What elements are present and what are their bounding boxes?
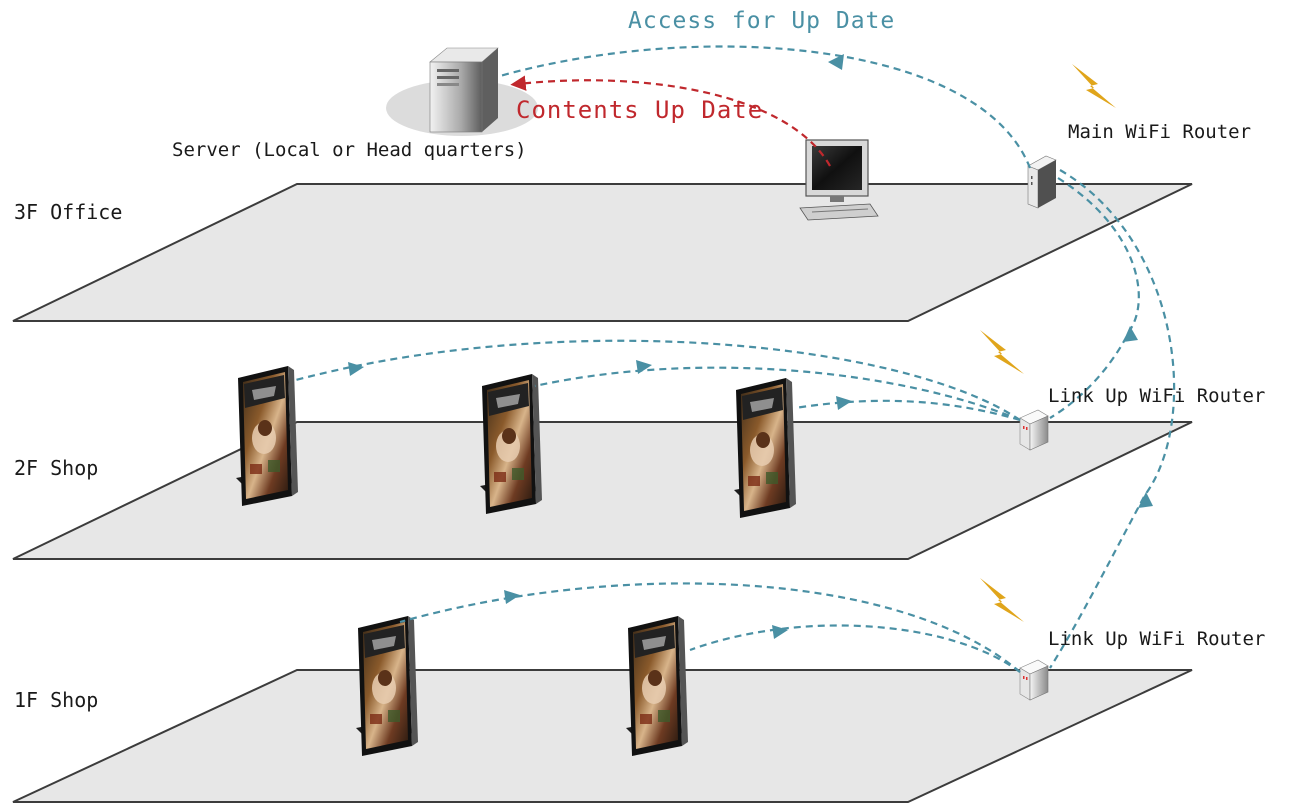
link-2f-kiosk-3-path — [794, 399, 1021, 422]
floor-2f-label: 2F Shop — [14, 456, 99, 480]
floor-1f-plane — [12, 669, 1193, 803]
wifi-signal-2f-icon — [980, 330, 1024, 374]
main-router-label: Main WiFi Router — [1068, 121, 1252, 143]
signage-kiosk-1f-2 — [626, 616, 688, 756]
link-1f-kiosk-1-path — [399, 582, 1021, 673]
link-router-2f-label: Link Up WiFi Router — [1048, 385, 1266, 407]
link-router-1f-label: Link Up WiFi Router — [1048, 628, 1266, 650]
arrow-1f-kiosk-1 — [504, 590, 520, 604]
link-router-2f-icon — [1019, 409, 1049, 451]
floor-3f-plane — [12, 183, 1193, 322]
contents-update-label: Contents Up Date — [516, 96, 764, 124]
arrow-2f-kiosk-1 — [348, 362, 364, 376]
link-2f-kiosk-2-path — [534, 366, 1021, 422]
access-update-path — [499, 45, 1032, 169]
floor-2f-plane — [12, 421, 1193, 560]
desktop-computer-icon — [799, 139, 879, 221]
signage-kiosk-2f-3 — [734, 378, 796, 518]
contents-update-path — [510, 75, 831, 167]
main-wifi-router-icon — [1027, 155, 1057, 209]
server-tower-icon — [386, 47, 538, 136]
link-main-to-1f-path — [1049, 169, 1176, 669]
floor-1f-label: 1F Shop — [14, 688, 99, 712]
signage-kiosk-1f-1 — [356, 616, 418, 756]
server-label: Server (Local or Head quarters) — [172, 139, 527, 161]
wifi-signal-1f-icon — [980, 578, 1024, 622]
arrow-2f-kiosk-2 — [636, 360, 652, 374]
floor-3f-label: 3F Office — [14, 200, 123, 224]
link-1f-kiosk-2-path — [689, 624, 1021, 673]
wifi-signal-main-icon — [1072, 64, 1116, 108]
arrow-1f-kiosk-2 — [772, 625, 788, 639]
arrow-2f-kiosk-3 — [836, 396, 852, 410]
link-main-to-2f-path — [1049, 177, 1140, 419]
signage-kiosk-2f-1 — [236, 366, 298, 506]
link-router-1f-icon — [1019, 659, 1049, 701]
link-2f-kiosk-1-path — [295, 339, 1021, 421]
signage-kiosk-2f-2 — [480, 374, 542, 514]
access-update-label: Access for Up Date — [628, 8, 896, 34]
arrow-main-to-1f — [1138, 492, 1153, 508]
arrow-main-to-2f — [1123, 326, 1138, 342]
arrow-access-head — [828, 54, 844, 70]
